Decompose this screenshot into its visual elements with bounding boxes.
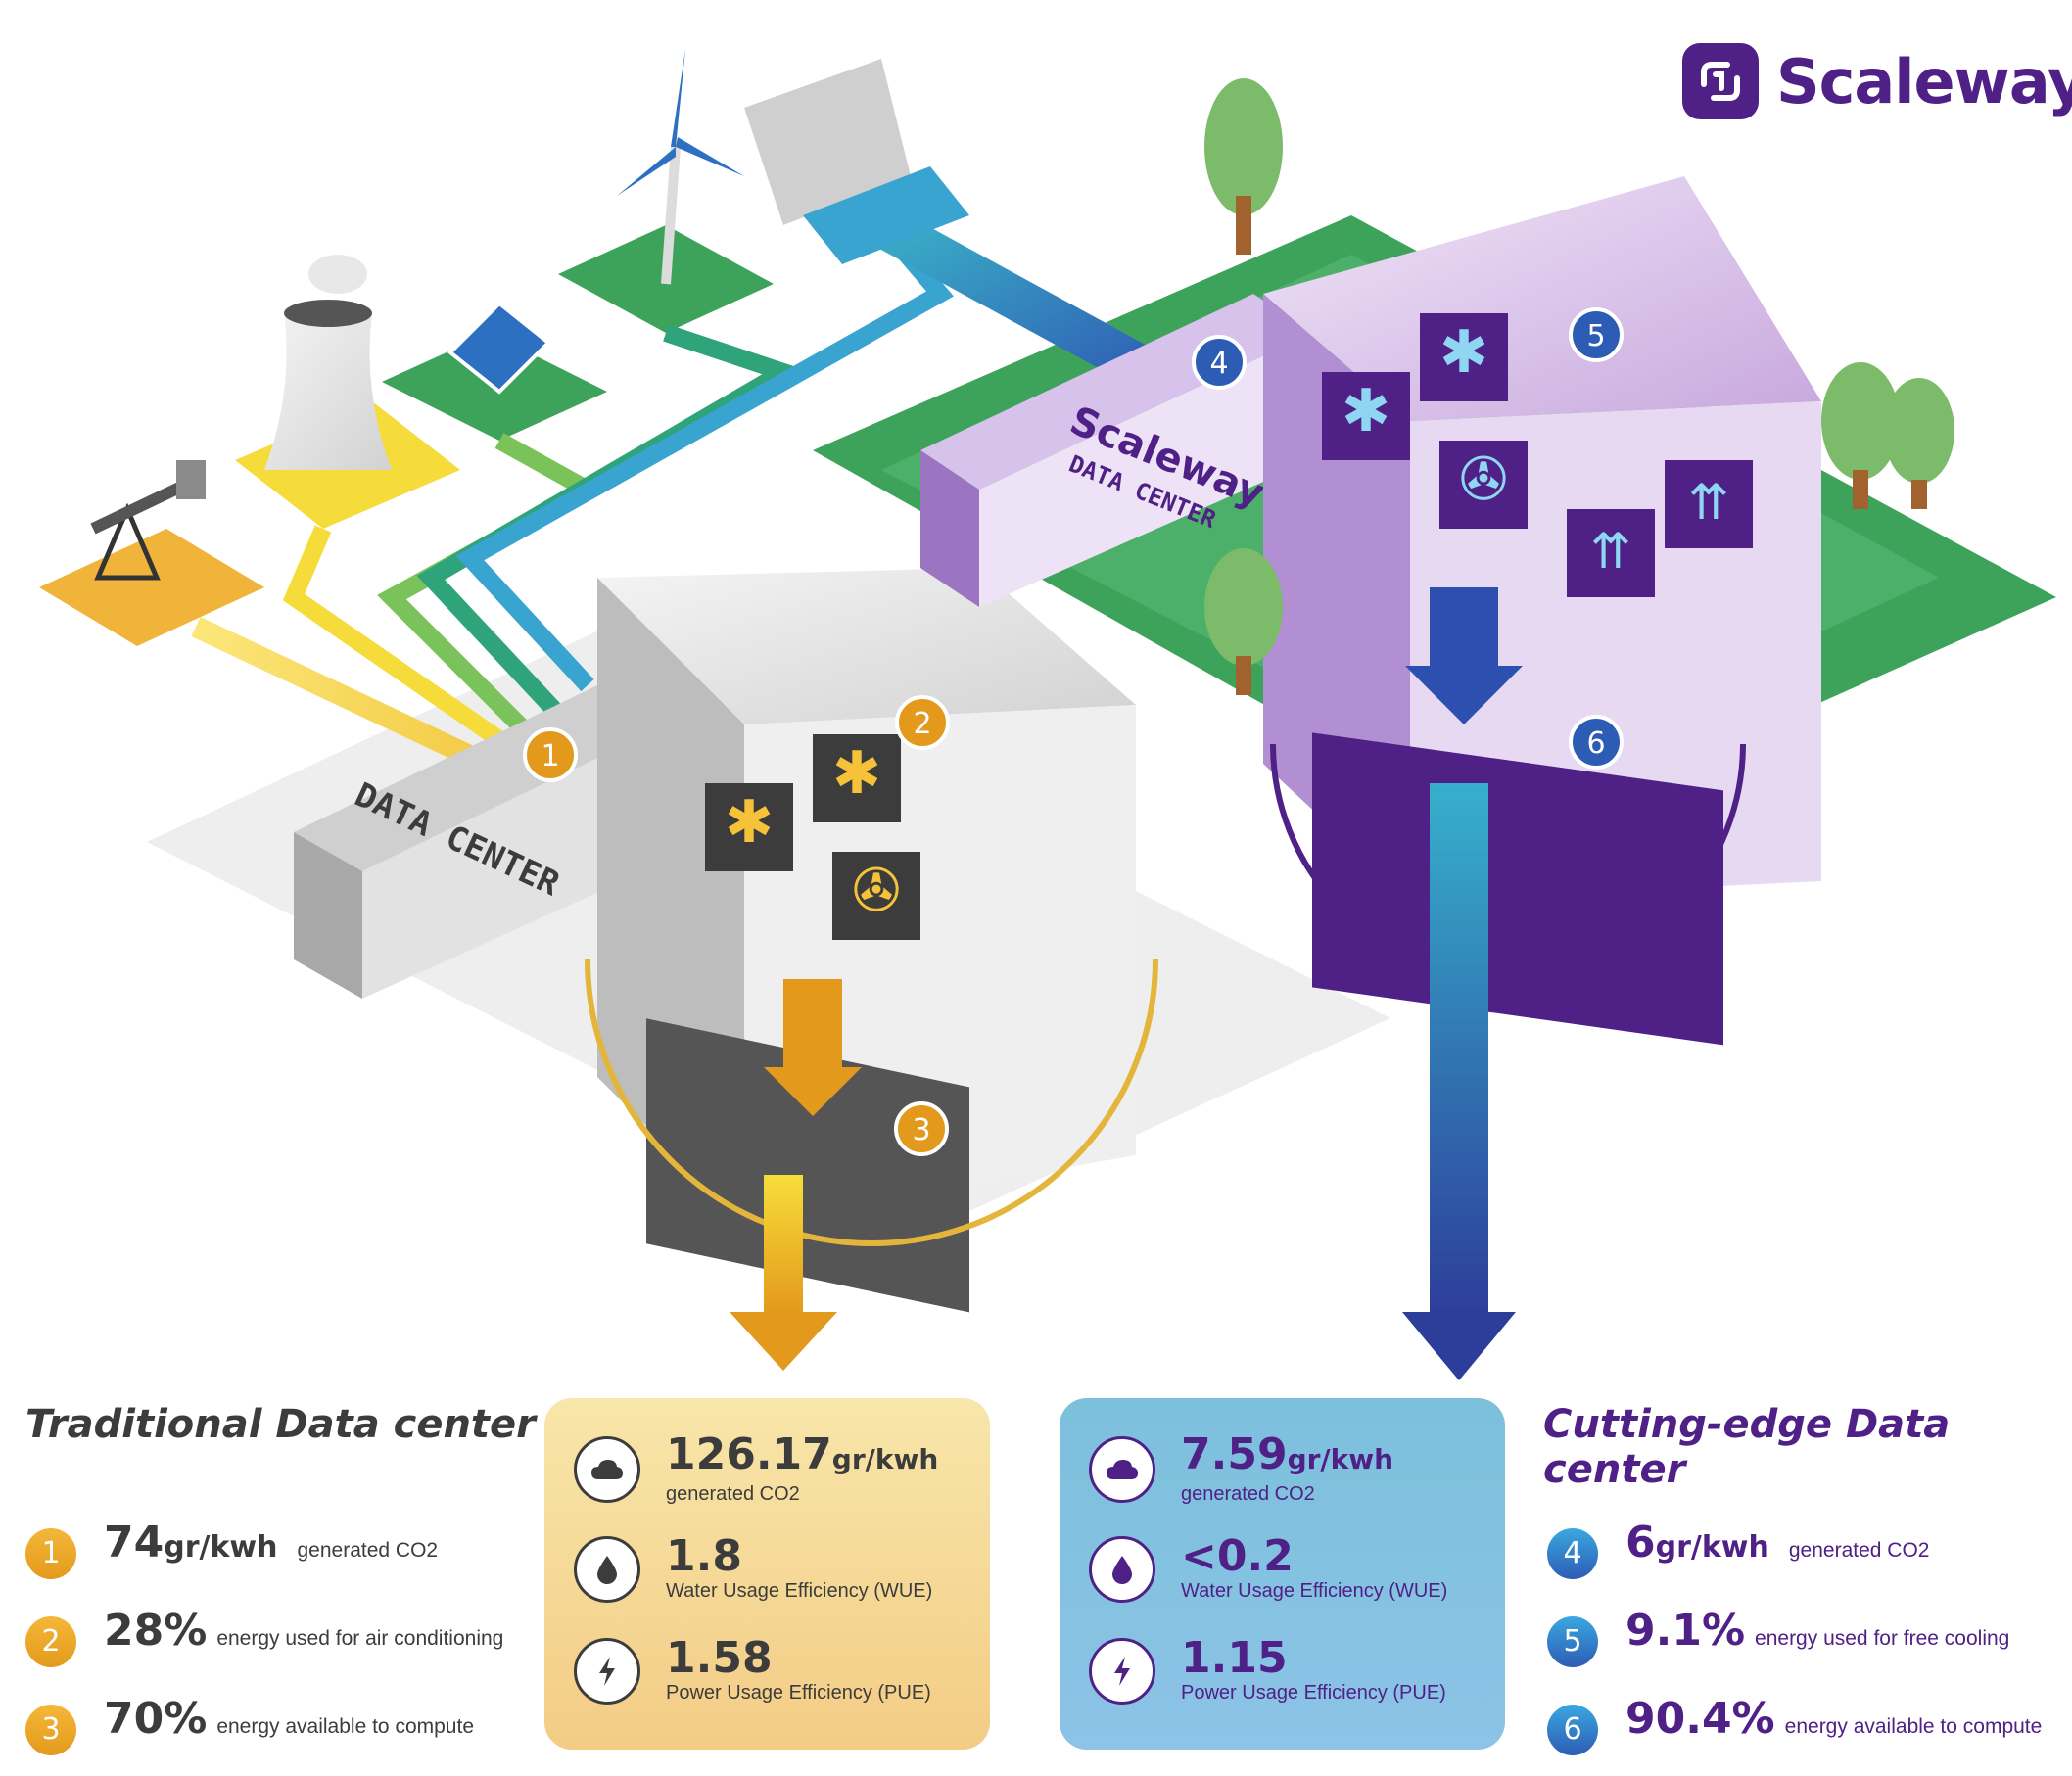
marker-4: 4 <box>1192 335 1247 390</box>
marker-1: 1 <box>523 727 578 782</box>
metric-number: 4 <box>1547 1527 1598 1579</box>
svg-text:3: 3 <box>912 1113 930 1147</box>
traditional-title: Traditional Data center <box>25 1402 536 1447</box>
svg-text:✱: ✱ <box>1342 378 1390 444</box>
scaleway-logo-text: Scaleway <box>1776 45 2072 117</box>
svg-text:✱: ✱ <box>1439 319 1488 385</box>
traditional-metric-2: 2 28%energy used for air conditioning <box>25 1606 503 1667</box>
water-drop-icon <box>574 1535 640 1603</box>
lightning-icon <box>574 1637 640 1705</box>
scaleway-building: Scaleway DATA CENTER ✱ ✱ ✇ ⇈ ⇈ <box>920 176 1821 1046</box>
traditional-server-racks <box>646 1018 969 1313</box>
svg-text:✇: ✇ <box>1459 446 1508 512</box>
svg-text:5: 5 <box>1586 319 1605 353</box>
metric-number: 3 <box>25 1704 76 1755</box>
solar-panel <box>447 301 551 395</box>
svg-text:⇈: ⇈ <box>1688 475 1729 530</box>
svg-text:✱: ✱ <box>832 740 881 806</box>
marker-2: 2 <box>895 695 950 750</box>
water-drop-icon <box>1089 1535 1155 1603</box>
svg-text:2: 2 <box>913 707 931 741</box>
traditional-building: DATA CENTER ✱ ✱ ✇ <box>294 568 1158 1313</box>
metric-number: 1 <box>25 1527 76 1579</box>
svg-text:1: 1 <box>541 739 559 773</box>
svg-text:⇈: ⇈ <box>1590 524 1631 579</box>
scaleway-server-racks <box>1312 732 1723 1046</box>
marker-6: 6 <box>1569 715 1624 770</box>
svg-text:6: 6 <box>1586 726 1605 761</box>
hydro-dam <box>744 59 969 264</box>
oil-pump <box>90 460 206 581</box>
svg-text:✇: ✇ <box>852 858 901 923</box>
compute-arrow-6 <box>1405 587 1523 724</box>
trees <box>1204 78 1954 695</box>
traditional-down-arrow <box>730 1312 837 1371</box>
marker-5: 5 <box>1569 307 1624 362</box>
free-cooling-units: ✱ ✱ ✇ ⇈ ⇈ <box>1322 313 1753 597</box>
svg-text:✱: ✱ <box>725 789 774 855</box>
metric-number: 2 <box>25 1615 76 1667</box>
scaleway-logo-icon <box>1682 43 1759 119</box>
scaleway-logo: Scaleway <box>1682 43 2072 119</box>
cloud-icon <box>574 1436 640 1503</box>
svg-text:4: 4 <box>1209 347 1228 381</box>
cloud-icon <box>1089 1436 1155 1503</box>
marker-3: 3 <box>894 1101 949 1156</box>
wind-turbine <box>617 49 744 285</box>
nuclear-tower <box>264 255 392 470</box>
metric-number: 6 <box>1547 1704 1598 1755</box>
metric-number: 5 <box>1547 1615 1598 1667</box>
traditional-metric-3: 3 70%energy available to compute <box>25 1694 474 1755</box>
lightning-icon <box>1089 1637 1155 1705</box>
cutting-edge-title: Cutting-edge Data center <box>1543 1402 1951 1492</box>
cutting-edge-metric-6: 6 90.4%energy available to compute <box>1547 1694 2042 1755</box>
oil-plate <box>39 529 264 646</box>
traditional-ac-units: ✱ ✱ ✇ <box>705 734 920 940</box>
cutting-edge-metric-5: 5 9.1%energy used for free cooling <box>1547 1606 2009 1667</box>
compute-arrow-3 <box>764 979 862 1116</box>
cutting-edge-down-arrow <box>1402 1312 1516 1380</box>
